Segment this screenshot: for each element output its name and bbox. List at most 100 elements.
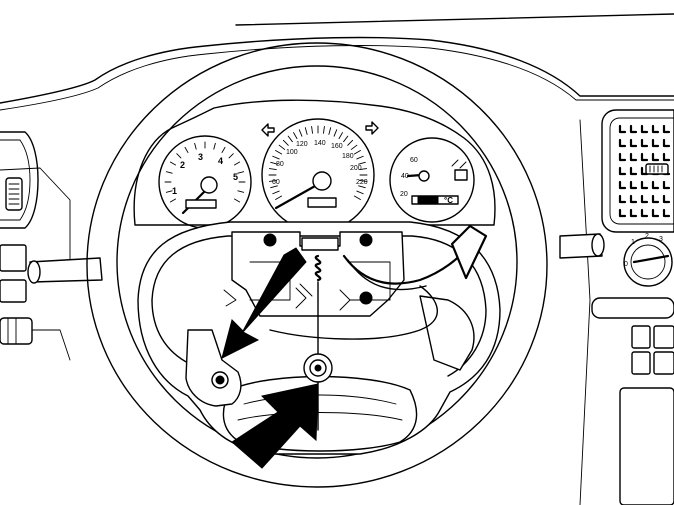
tachometer-label-4: 4 [218,156,223,166]
vent-louver [618,194,627,204]
vent-louver [629,194,638,204]
vent-louver [662,138,671,148]
gauge-tick [272,155,280,160]
vent-louver [662,152,671,162]
vent-louver [618,124,627,134]
left-switch-panel [0,244,33,345]
gauge-tick [165,190,173,193]
vent-louver [651,152,660,162]
vent-louver [662,180,671,190]
steering-wheel-rim [86,42,548,488]
gauge-tick [333,129,338,137]
gauge-tick [347,139,354,146]
speedometer-label-200: 200 [350,165,362,172]
vent-louver [651,194,660,204]
vent-louver [629,152,638,162]
vent-louver [640,180,649,190]
gauge-tick [228,153,234,159]
diagonal-arrow-to-nut-icon [231,383,319,469]
gauge-tick [268,168,277,170]
speedometer-label-220: 220 [356,179,368,186]
vent-louver [651,124,660,134]
pointer-arrows [221,247,319,469]
gauge-tick [169,161,177,166]
vent-louver [640,152,649,162]
gauge-tick [213,142,216,150]
gauge-tick [184,146,189,154]
gauge-tick [358,185,366,189]
gauge-tick [356,155,364,160]
gauge-tick [282,139,289,146]
gauge-tick [359,168,368,170]
gauge-tick [233,161,241,166]
vent-louver [618,152,627,162]
gauge-tick [343,135,349,143]
temperature-gauge: 20 40 60 °C [389,137,475,223]
vent-louver [651,180,660,190]
gauge-tick [350,144,358,150]
heater-dial-label-2: 2 [645,233,649,240]
speedometer: 60 80 100 120 140 160 180 200 220 [261,118,375,232]
steering-wheel-hub [137,221,501,455]
gauge-tick [268,180,277,182]
vent-louver [618,180,627,190]
gauge-tick [270,185,278,189]
heater-dial: 0 1 2 3 [623,233,673,287]
speedometer-label-60: 60 [272,179,280,186]
vent-louver [618,208,627,218]
gauge-tick [287,135,293,143]
gauge-tick [194,142,197,150]
left-indicator-arrow-icon [261,123,275,137]
instrument-cluster: 1 2 3 4 5 60 80 100 120 140 160 180 200 … [133,99,496,232]
speedometer-label-80: 80 [276,161,284,168]
right-stalk [559,233,605,259]
right-control-panel [591,297,674,505]
vent-louver [629,166,638,176]
gauge-tick [237,190,245,193]
vent-louver [640,124,649,134]
speedometer-label-100: 100 [286,149,298,156]
tachometer-label-1: 1 [172,186,177,196]
gauge-tick [278,144,286,150]
vent-louver [662,124,671,134]
right-indicator-arrow-icon [365,121,379,135]
speedometer-label-140: 140 [314,140,326,147]
gauge-tick [233,198,241,203]
gauge-tick [298,129,303,137]
left-air-vent [0,131,39,229]
gauge-tick [270,161,278,165]
vent-louver [662,208,671,218]
gauge-tick [356,190,364,195]
temp-unit: °C [444,196,453,205]
tachometer-label-3: 3 [198,152,203,162]
gauge-tick [311,125,313,134]
speedometer-label-120: 120 [296,141,308,148]
heater-dial-label-1: 1 [631,239,635,246]
gauge-tick [221,146,226,154]
gauge-tick [358,161,366,165]
vent-louver [651,208,660,218]
gauge-tick [169,198,177,203]
vent-louver [662,194,671,204]
vent-louver [651,138,660,148]
vent-louver [640,194,649,204]
vent-louver [640,208,649,218]
vent-louver [640,166,649,176]
gauge-tick [165,171,173,174]
gauge-tick [359,180,368,182]
vent-louver [618,166,627,176]
gauge-tick [237,171,245,174]
gauge-tick [353,195,361,200]
gauge-tick [176,153,182,159]
gauge-tick [293,132,298,140]
vent-louver [629,124,638,134]
temp-label-40: 40 [401,173,409,180]
tachometer-label-2: 2 [180,160,185,170]
speedometer-label-180: 180 [342,153,354,160]
vent-louver [640,138,649,148]
speedometer-label-160: 160 [331,143,343,150]
heater-dial-label-0: 0 [624,261,628,268]
tachometer: 1 2 3 4 5 [158,135,252,229]
left-stalk [27,257,103,284]
